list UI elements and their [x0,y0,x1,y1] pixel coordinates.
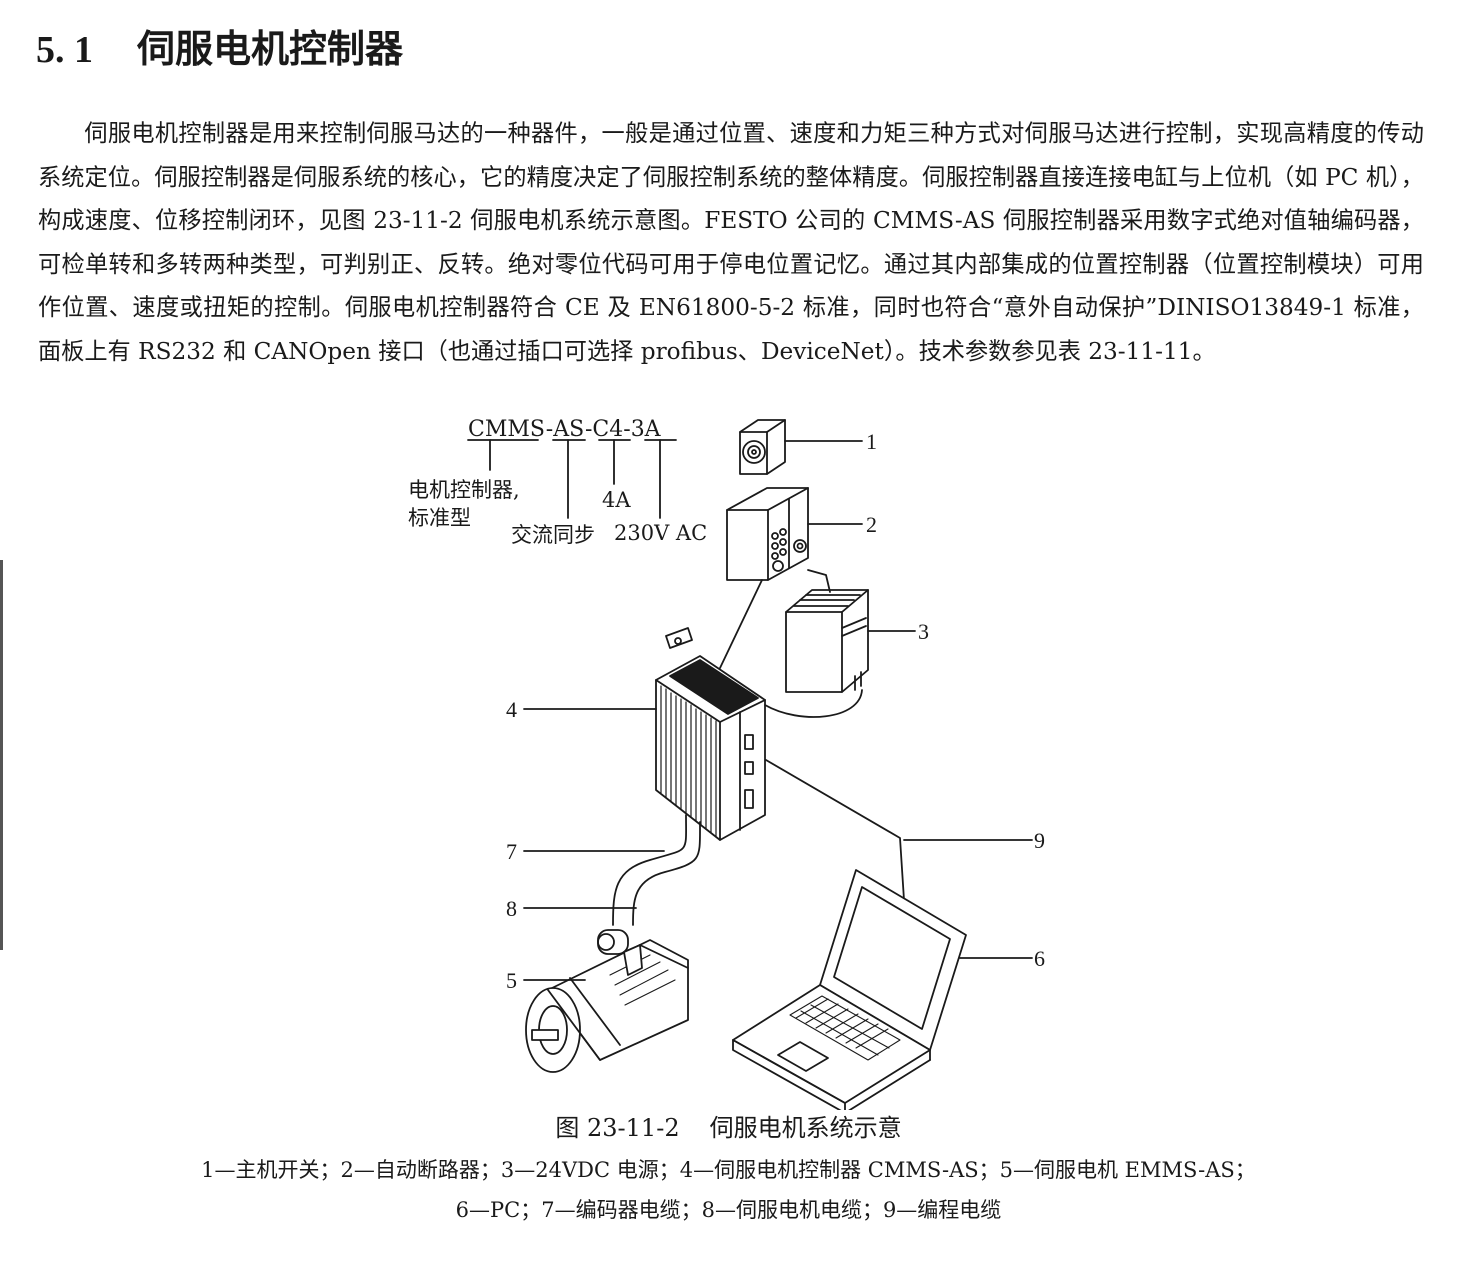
heat-sink-fins [660,685,717,838]
servo-controller-icon [655,627,766,841]
page-edge-mark [0,560,3,950]
power-supply-icon [785,589,869,693]
callout-5: 5 [506,968,517,993]
callout-3: 3 [918,619,929,644]
meaning-as: 交流同步 [511,523,595,547]
section-number: 5. 1 [36,29,93,71]
code-sep-3: - [623,417,630,442]
meaning-3a: 230V AC [614,521,707,545]
code-part-c4: C4 [592,417,623,442]
section-title: 伺服电机控制器 [137,27,404,71]
callout-7: 7 [506,839,517,864]
callout-numbers: 1 2 3 4 5 6 7 8 9 [506,429,1045,993]
callout-6: 6 [1034,946,1045,971]
meaning-c4: 4A [602,488,631,512]
figure-legend-line-2: 6—PC；7—编码器电缆；8—伺服电机电缆；9—编程电缆 [455,1198,1002,1222]
section-heading: 5. 1 伺服电机控制器 [36,22,403,77]
main-switch-icon [739,419,786,475]
keyboard-keys [789,995,901,1061]
figure-caption: 图 23-11-2 伺服电机系统示意 [0,1110,1457,1146]
callout-1: 1 [866,429,877,454]
callout-2: 2 [866,512,877,537]
motor-cable-8 [632,821,701,926]
figure-title: 伺服电机系统示意 [709,1114,902,1142]
meaning-cmms-line1: 电机控制器, [408,478,520,502]
servo-system-diagram: CMMS-AS-C4-3A 电机控制器, 标准型 交流同步 4A 230V AC [408,417,1045,1110]
code-part-as: AS [552,417,585,442]
callout-4: 4 [506,697,517,722]
body-paragraph: 伺服电机控制器是用来控制伺服马达的一种器件，一般是通过位置、速度和力矩三种方式对… [38,120,1424,365]
cable-breaker-to-psu [807,569,831,593]
model-code: CMMS-AS-C4-3A 电机控制器, 标准型 交流同步 4A 230V AC [408,417,707,547]
servo-motor-icon [525,929,689,1073]
code-sep-1: - [546,417,553,442]
figure-legend-line-1: 1—主机开关；2—自动断路器；3—24VDC 电源；4—伺服电机控制器 CMMS… [201,1158,1256,1182]
meaning-cmms-line2: 标准型 [408,506,471,530]
encoder-cable-7 [612,814,687,926]
figure-number: 图 23-11-2 [555,1114,680,1142]
laptop-pc-icon [732,869,967,1110]
circuit-breaker-icon [726,487,809,581]
code-sep-2: - [585,417,592,442]
callout-9: 9 [1034,828,1045,853]
callout-8: 8 [506,896,517,921]
cable-psu-to-controller [764,689,863,718]
svg-text:CMMS-AS-C4-3A: CMMS-AS-C4-3A [468,417,662,442]
code-part-3a: 3A [631,417,662,442]
cable-breaker-to-controller [719,579,763,669]
programming-cable-9 [765,759,905,901]
code-part-cmms: CMMS [468,417,546,442]
